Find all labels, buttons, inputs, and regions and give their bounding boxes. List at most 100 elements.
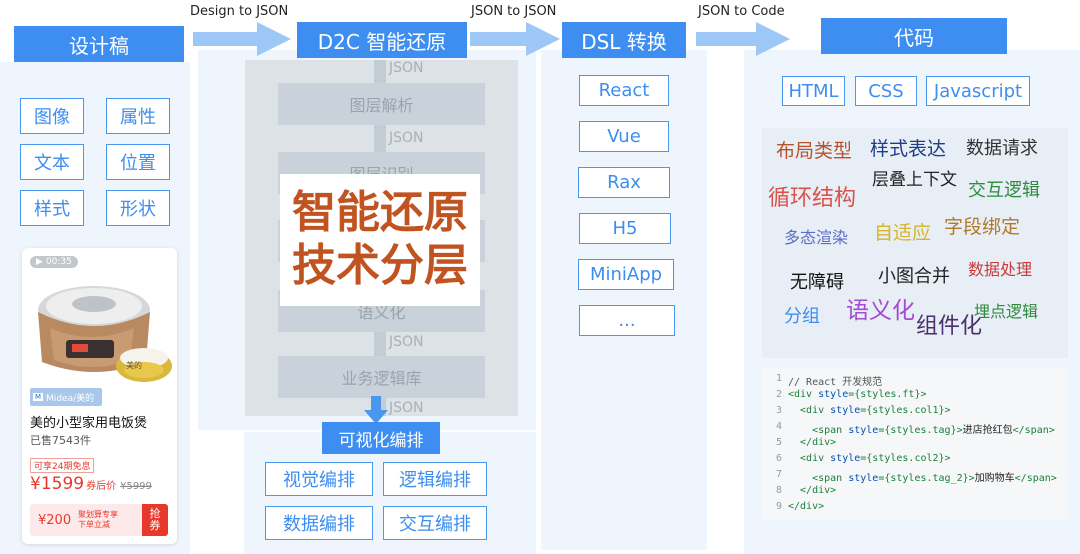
- flow-label-json-to-code: JSON to Code: [698, 4, 785, 19]
- code-line-number: 1: [775, 373, 782, 384]
- code-line: 1 // React 开发规范: [766, 373, 1064, 389]
- lang-html: HTML: [782, 76, 845, 106]
- code-line-text: </div>: [788, 485, 836, 501]
- code-line-text: <div style={styles.col1}>: [788, 405, 951, 421]
- cloud-word-grouping: 分组: [784, 306, 820, 327]
- cloud-word-stacking-context: 层叠上下文: [872, 170, 957, 190]
- dsl-item-more: ...: [579, 305, 675, 336]
- code-token: ={styles.ft}>: [848, 389, 927, 400]
- price-row: ¥1599 券后价 ¥5999: [30, 474, 152, 494]
- code-token: <div: [788, 389, 819, 400]
- design-item-attribute: 属性: [106, 98, 170, 134]
- down-arrow-icon: [364, 396, 388, 424]
- cloud-word-componentize: 组件化: [916, 314, 983, 339]
- code-token: style: [848, 425, 879, 436]
- price-suffix: 券后价: [86, 481, 117, 492]
- code-line: 4 <span style={styles.tag}>进店抢红包</span>: [766, 421, 1064, 437]
- code-token: </div>: [788, 437, 837, 448]
- dsl-item-h5: H5: [579, 213, 671, 244]
- dsl-header: DSL 转换: [562, 22, 686, 58]
- cloud-word-sprite-merge: 小图合并: [878, 266, 950, 287]
- code-token: ={styles.col2}>: [860, 453, 951, 464]
- code-token: ={styles.tag}>: [878, 425, 963, 436]
- code-token: </div>: [788, 501, 825, 512]
- video-badge: ▶00:35: [30, 256, 78, 268]
- code-token: style: [830, 405, 861, 416]
- brand-tag: M Midea/美的: [30, 388, 102, 406]
- cloud-word-semantic: 语义化: [846, 298, 915, 324]
- code-line-number: 2: [775, 389, 782, 400]
- cloud-word-loop-structure: 循环结构: [768, 186, 857, 211]
- design-item-style: 样式: [20, 190, 84, 226]
- old-price: ¥5999: [120, 481, 152, 492]
- midea-logo-icon: M: [33, 393, 44, 401]
- visual-item-interaction: 交互编排: [383, 506, 487, 540]
- brand-tag-text: Midea/美的: [46, 393, 95, 404]
- code-token: // React 开发规范: [788, 377, 883, 388]
- coupon-bar: ¥200 聚划算专享 下单立减 抢 券: [30, 504, 168, 536]
- code-line-number: 9: [775, 501, 782, 512]
- play-icon: ▶: [36, 257, 43, 267]
- json-label-2: JSON: [389, 130, 424, 146]
- code-line: 6 <div style={styles.col2}>: [766, 453, 1064, 469]
- code-line-text: // React 开发规范: [788, 373, 882, 389]
- visual-item-visual: 视觉编排: [265, 462, 373, 496]
- cloud-word-layout-type: 布局类型: [776, 140, 853, 162]
- code-line-text: <span style={styles.tag_2}>加购物车</span>: [788, 469, 1057, 485]
- json-label-4: JSON: [389, 334, 424, 350]
- code-line-text: <div style={styles.ft}>: [788, 389, 927, 405]
- flow-arrow-1: [193, 22, 291, 56]
- cloud-word-accessibility: 无障碍: [790, 272, 844, 293]
- code-line: 8 </div>: [766, 485, 1064, 501]
- json-label-5: JSON: [389, 400, 424, 416]
- code-line-text: <div style={styles.col2}>: [788, 453, 951, 469]
- flow-arrow-2: [470, 22, 560, 56]
- cloud-word-tracking-logic: 埋点逻辑: [974, 302, 1039, 321]
- code-token: <div: [788, 453, 831, 464]
- cloud-word-adaptive: 自适应: [874, 222, 932, 244]
- code-line-number: 5: [775, 437, 782, 448]
- d2c-header: D2C 智能还原: [297, 22, 467, 58]
- d2c-overlay-line2: 技术分层: [292, 240, 468, 291]
- installment-badge: 可享24期免息: [30, 458, 95, 473]
- lang-css: CSS: [855, 76, 917, 106]
- cooker-brand-label: 美的: [126, 361, 142, 370]
- code-token: 进店抢红包: [962, 425, 1013, 436]
- product-card: ▶00:35 美的 M Midea/美的 美的小型家用电饭煲 已售7543件 可…: [22, 248, 177, 544]
- code-line: 3 <div style={styles.col1}>: [766, 405, 1064, 421]
- dsl-item-vue: Vue: [579, 121, 669, 152]
- price: ¥1599: [30, 474, 85, 494]
- code-token: </span>: [1014, 473, 1057, 484]
- flow-label-design-to-json: Design to JSON: [190, 4, 289, 19]
- code-line-text: </div>: [788, 501, 824, 517]
- flow-arrow-3: [696, 22, 790, 56]
- coupon-desc-line2: 下单立减: [78, 520, 110, 529]
- cloud-word-polymorphic-render: 多态渲染: [784, 228, 849, 247]
- code-token: ={styles.tag_2}>: [878, 473, 975, 484]
- code-line-number: 7: [775, 469, 782, 480]
- dsl-item-rax: Rax: [578, 167, 670, 198]
- code-token: style: [830, 453, 861, 464]
- dsl-item-react: React: [579, 75, 669, 106]
- video-duration: 00:35: [45, 257, 72, 267]
- coupon-desc-line1: 聚划算专享: [78, 510, 118, 520]
- code-token: <div: [788, 405, 831, 416]
- coupon-grab-line2: 券: [149, 519, 161, 532]
- word-cloud: 布局类型 样式表达 数据请求 层叠上下文 循环结构 交互逻辑 多态渲染 自适应 …: [762, 128, 1068, 358]
- dsl-item-miniapp: MiniApp: [578, 259, 674, 290]
- layer-parse: 图层解析: [278, 83, 485, 125]
- code-line-text: </div>: [788, 437, 836, 453]
- d2c-overlay-box: 智能还原 技术分层: [280, 174, 480, 306]
- design-item-text: 文本: [20, 144, 84, 180]
- coupon-grab-button[interactable]: 抢 券: [142, 504, 168, 536]
- code-line-number: 6: [775, 453, 782, 464]
- cloud-word-interaction-logic: 交互逻辑: [968, 180, 1040, 201]
- code-line: 5 </div>: [766, 437, 1064, 453]
- code-token: style: [818, 389, 849, 400]
- code-token: ={styles.col1}>: [860, 405, 951, 416]
- code-token: </span>: [1012, 425, 1055, 436]
- cloud-word-data-request: 数据请求: [966, 138, 1038, 159]
- code-token: style: [848, 473, 879, 484]
- lang-javascript: Javascript: [926, 76, 1030, 106]
